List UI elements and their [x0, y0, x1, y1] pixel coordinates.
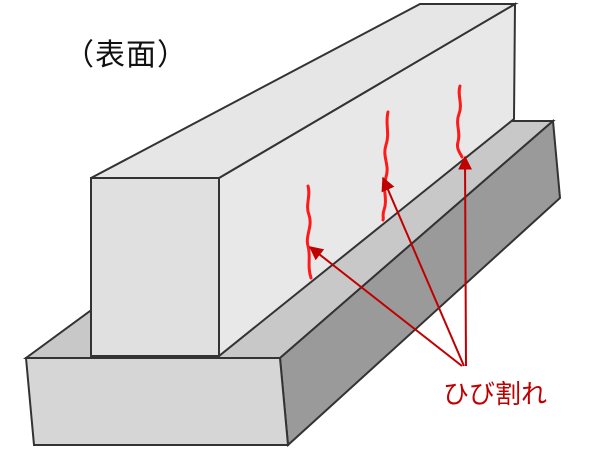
footing-front-face	[24, 357, 290, 446]
crack-3	[456, 84, 464, 159]
arrow-to-crack-2	[381, 176, 465, 367]
crack-1	[305, 184, 313, 280]
crack-arrows	[308, 155, 473, 367]
arrow-to-crack-3	[458, 155, 473, 367]
surface-view-label: （表面）	[64, 38, 188, 73]
wall	[90, 2, 519, 359]
wall-front-face	[90, 177, 220, 357]
crack-callout-label: ひび割れ	[443, 380, 548, 410]
arrow-to-crack-1	[308, 246, 463, 367]
